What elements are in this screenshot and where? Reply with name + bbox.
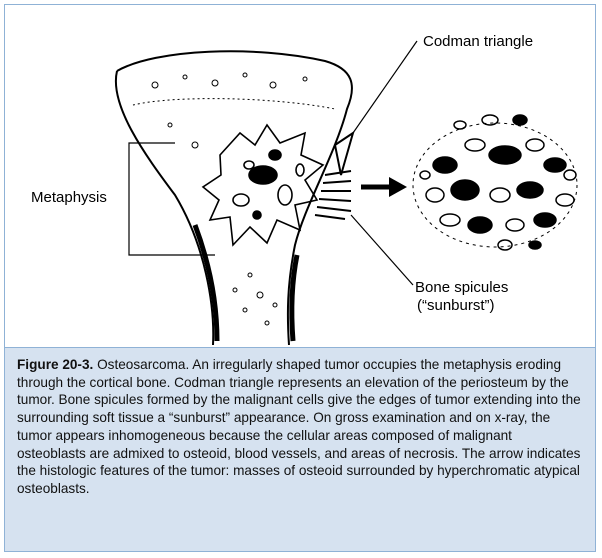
osteosarcoma-illustration: Codman triangle Metaphysis Bone spicules… (5, 5, 595, 345)
figure-number: Figure 20-3. (17, 357, 93, 372)
figure-frame: Codman triangle Metaphysis Bone spicules… (4, 4, 596, 552)
bone-spicules-label: Bone spicules (415, 279, 508, 296)
caption-text: Osteosarcoma. An irregularly shaped tumo… (17, 357, 581, 496)
spicules-pointer (351, 215, 413, 285)
codman-pointer (353, 41, 417, 133)
metaphysis-label: Metaphysis (31, 189, 107, 206)
tumor-mass (203, 125, 323, 245)
codman-triangle-label: Codman triangle (423, 33, 533, 50)
sunburst-label: (“sunburst”) (417, 297, 495, 314)
cortex (195, 225, 297, 341)
trabecular-bone (152, 73, 307, 325)
histology-arrow (361, 177, 407, 197)
histology-cluster (413, 115, 577, 250)
figure-caption: Figure 20-3. Osteosarcoma. An irregularl… (5, 347, 595, 551)
